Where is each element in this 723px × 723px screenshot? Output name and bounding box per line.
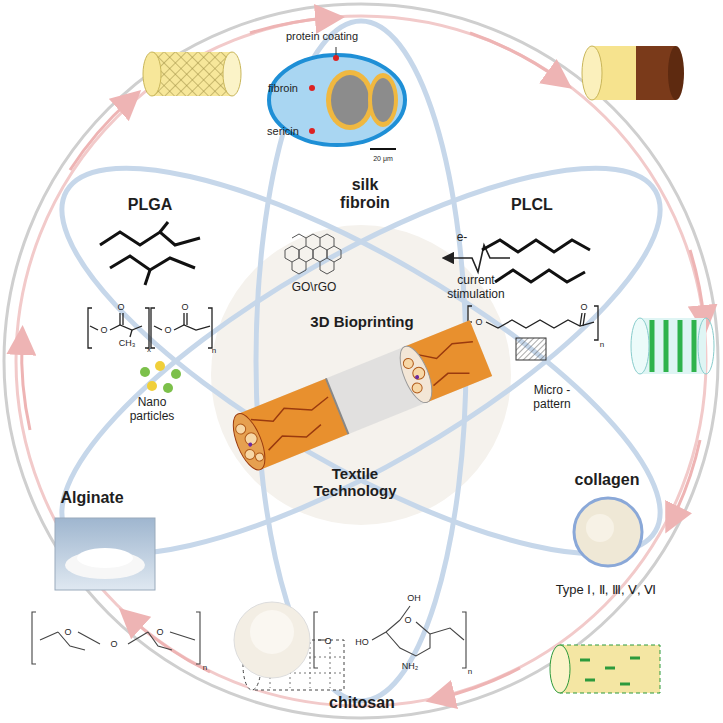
material-name: collagen bbox=[575, 471, 640, 489]
formula-atom: O bbox=[64, 627, 71, 637]
material-name: Alginate bbox=[60, 489, 123, 507]
formula-index: n bbox=[600, 340, 604, 349]
part-label: GO\rGO bbox=[292, 281, 337, 295]
scale-label: 20 μm bbox=[373, 155, 393, 163]
formula-atom: O bbox=[110, 639, 117, 649]
part-label: sericin bbox=[267, 125, 299, 138]
formula-atom: NH₂ bbox=[402, 661, 419, 671]
formula-index: n bbox=[468, 667, 472, 676]
part-label: protein coating bbox=[286, 30, 358, 43]
part-label: fibroin bbox=[268, 82, 298, 95]
formula-atom: O bbox=[475, 317, 482, 327]
material-name: silk fibroin bbox=[336, 176, 394, 213]
formula-index: n bbox=[212, 346, 216, 355]
material-name: PLCL bbox=[511, 196, 553, 214]
formula-atom: OH bbox=[407, 593, 421, 603]
formula-atom: O bbox=[580, 302, 587, 312]
formula-atom: O bbox=[117, 302, 124, 312]
part-label: Micro -pattern bbox=[520, 384, 584, 412]
formula-atom: O bbox=[324, 636, 331, 646]
formula-index: n bbox=[203, 663, 207, 672]
formula-atom: O bbox=[164, 325, 171, 335]
part-label: e- bbox=[457, 231, 468, 245]
formula-atom: O bbox=[156, 627, 163, 637]
technology-name: Textile Technology bbox=[299, 465, 411, 500]
formula-atom: O bbox=[404, 615, 411, 625]
technology-name: 3D Bioprinting bbox=[306, 313, 418, 330]
formula-atom: HO bbox=[355, 637, 369, 647]
formula-atom: O bbox=[100, 325, 107, 335]
formula-atom: CH₃ bbox=[119, 338, 136, 348]
formula-atom: O bbox=[181, 302, 188, 312]
part-label: Nano particles bbox=[116, 396, 188, 424]
material-name: PLGA bbox=[128, 196, 172, 214]
formula-index: x bbox=[147, 345, 151, 354]
material-name: chitosan bbox=[329, 694, 395, 712]
type-list: Type Ⅰ, Ⅱ, Ⅲ, Ⅴ, Ⅵ bbox=[556, 583, 657, 598]
part-label: current stimulation bbox=[434, 274, 518, 302]
